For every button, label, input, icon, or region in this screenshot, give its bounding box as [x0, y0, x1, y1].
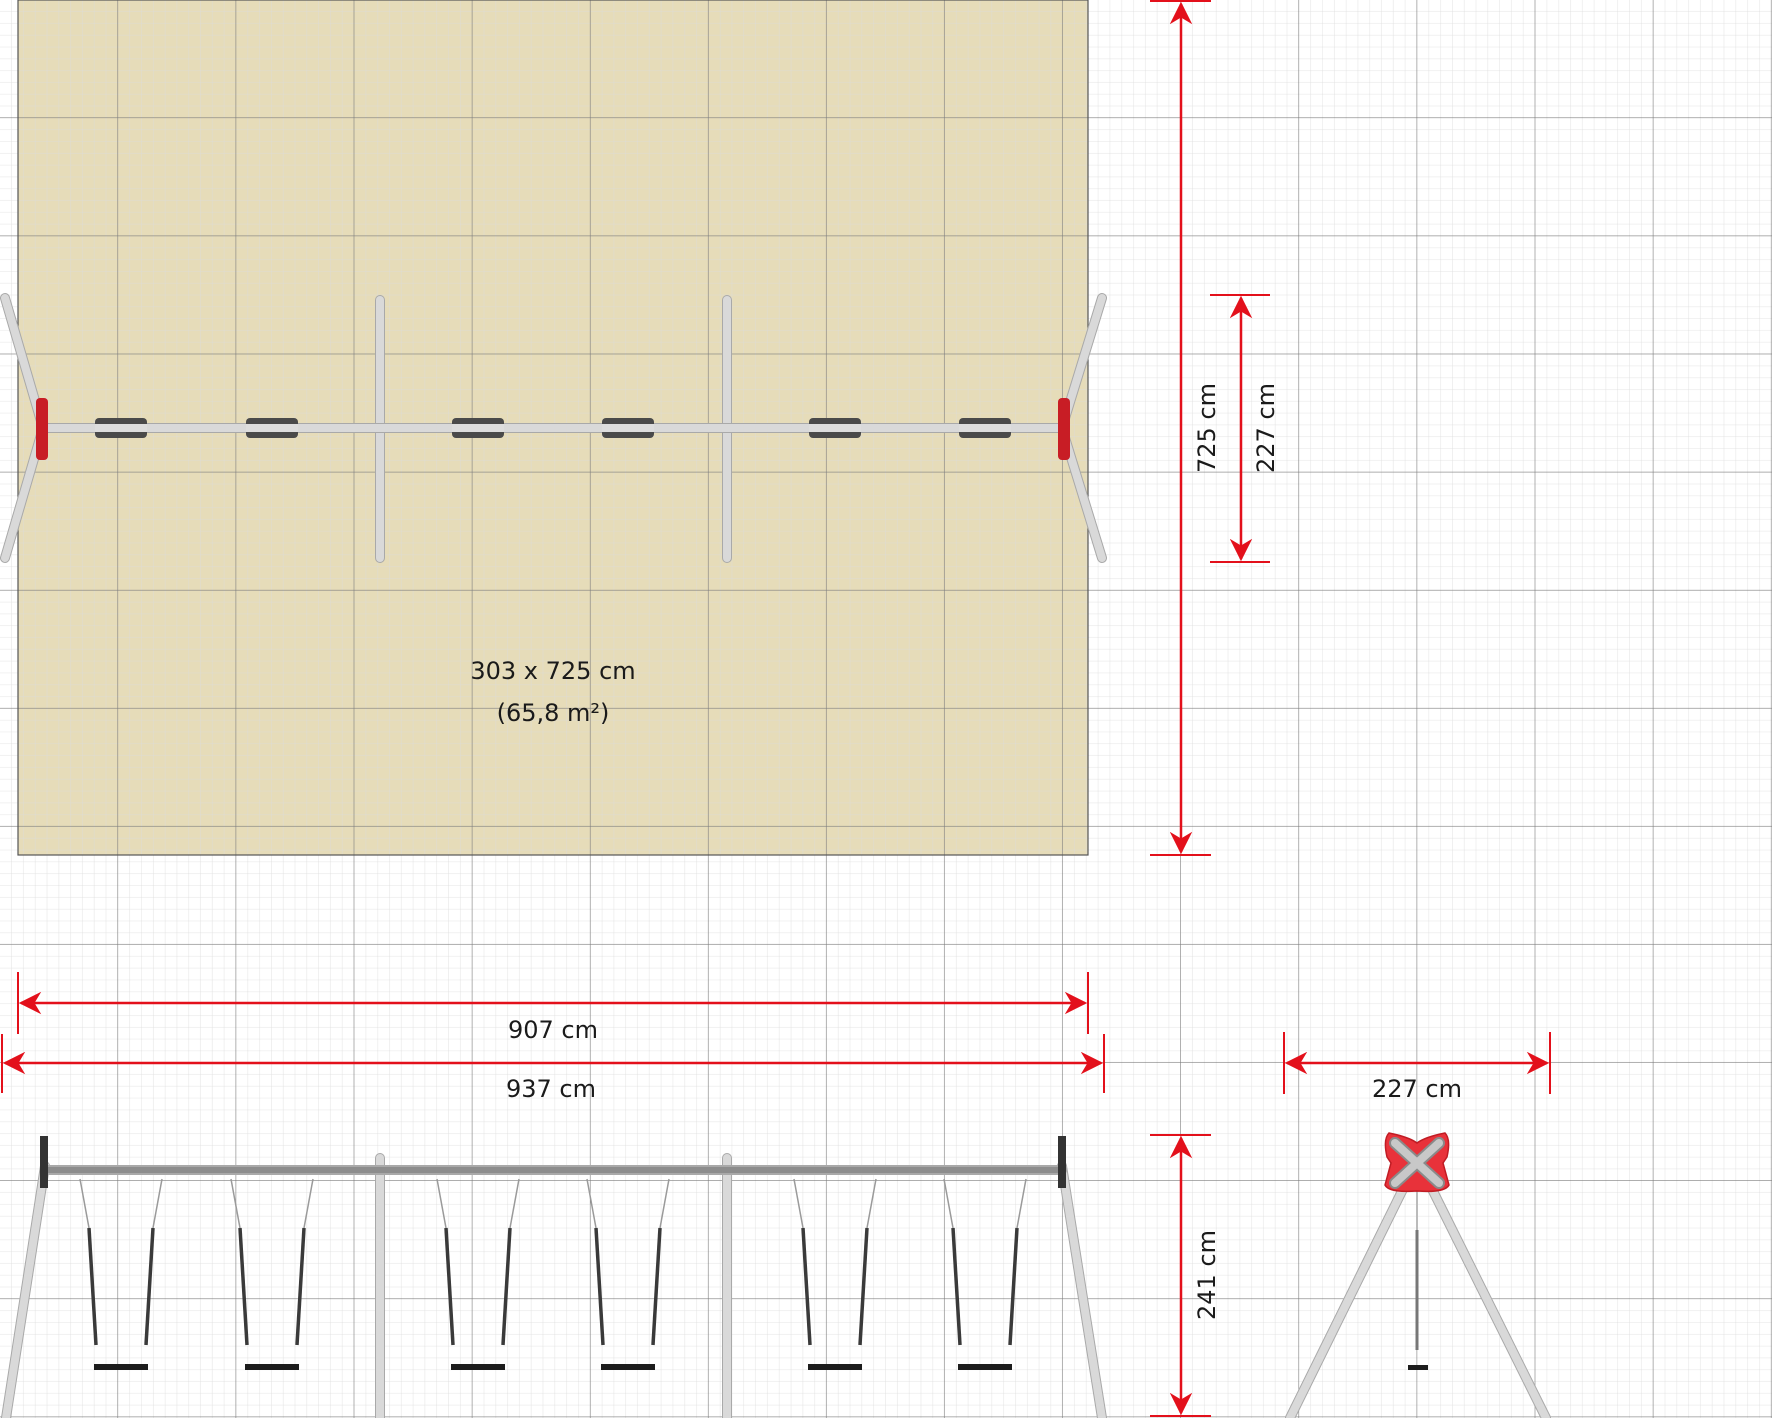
dimension-907: 907 cm: [17, 972, 1089, 1044]
dimension-725: 725 cm: [1150, 0, 1221, 856]
dimension-241: 241 cm: [1150, 1134, 1221, 1417]
area-label: 303 x 725 cm: [470, 657, 635, 685]
top-view-swing-frame: [0, 293, 1107, 563]
dimension-227-horizontal-label: 227 cm: [1372, 1075, 1462, 1103]
end-bracket-right: [1058, 398, 1070, 460]
safety-area-border: [17, 0, 1089, 856]
dimension-227-vertical-label: 227 cm: [1252, 383, 1280, 473]
dimension-907-label: 907 cm: [508, 1016, 598, 1044]
area-size: (65,8 m²): [497, 699, 610, 727]
dimension-937-label: 937 cm: [506, 1075, 596, 1103]
front-view-swings: [79, 1178, 1027, 1370]
dimension-227-horizontal: 227 cm: [1283, 1032, 1551, 1103]
side-view-swing-frame: [1285, 1132, 1551, 1418]
dimension-227-vertical: 227 cm: [1210, 294, 1280, 563]
side-connector-plate: [1384, 1132, 1450, 1193]
end-bracket-left: [36, 398, 48, 460]
dimension-725-label: 725 cm: [1193, 383, 1221, 473]
front-view-swing-frame: [1, 1136, 1107, 1418]
dimension-937: 937 cm: [1, 1034, 1105, 1103]
dimension-241-label: 241 cm: [1193, 1230, 1221, 1320]
